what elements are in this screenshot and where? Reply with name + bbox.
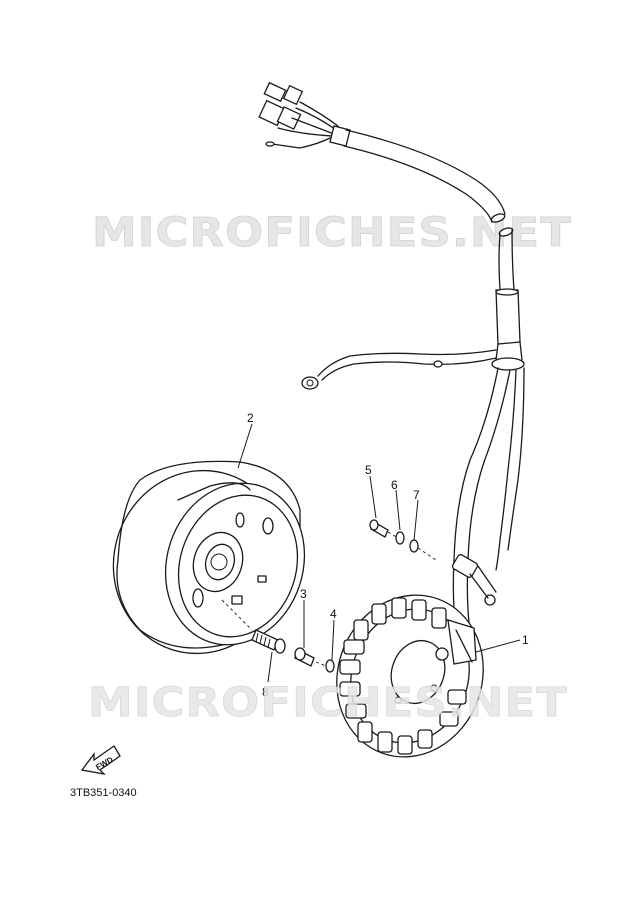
stator-assembly <box>336 594 484 758</box>
callout-7: 7 <box>413 488 420 502</box>
callout-6: 6 <box>391 478 398 492</box>
screw-part-5 <box>369 519 389 538</box>
bolt-part-3 <box>294 647 315 667</box>
wire-harness <box>258 81 525 633</box>
washer-part-4 <box>325 659 335 673</box>
washer-part-6 <box>395 531 405 545</box>
coupler-connector <box>258 81 339 137</box>
watermark-bottom: MICROFICHES.NET <box>88 680 568 726</box>
callout-2: 2 <box>247 411 254 425</box>
washer-part-7 <box>409 539 419 553</box>
callout-1: 1 <box>522 633 529 647</box>
fwd-direction-arrow: FWD <box>80 745 121 776</box>
callout-5: 5 <box>365 463 372 477</box>
callout-4: 4 <box>330 607 337 621</box>
callout-3: 3 <box>300 587 307 601</box>
bolt-part-8 <box>251 629 286 654</box>
pickup-connector <box>451 554 497 606</box>
diagram-code: 3TB351-0340 <box>70 787 137 799</box>
callout-8: 8 <box>262 685 269 699</box>
flywheel-rotor <box>112 460 306 655</box>
watermark-top: MICROFICHES.NET <box>92 210 572 256</box>
